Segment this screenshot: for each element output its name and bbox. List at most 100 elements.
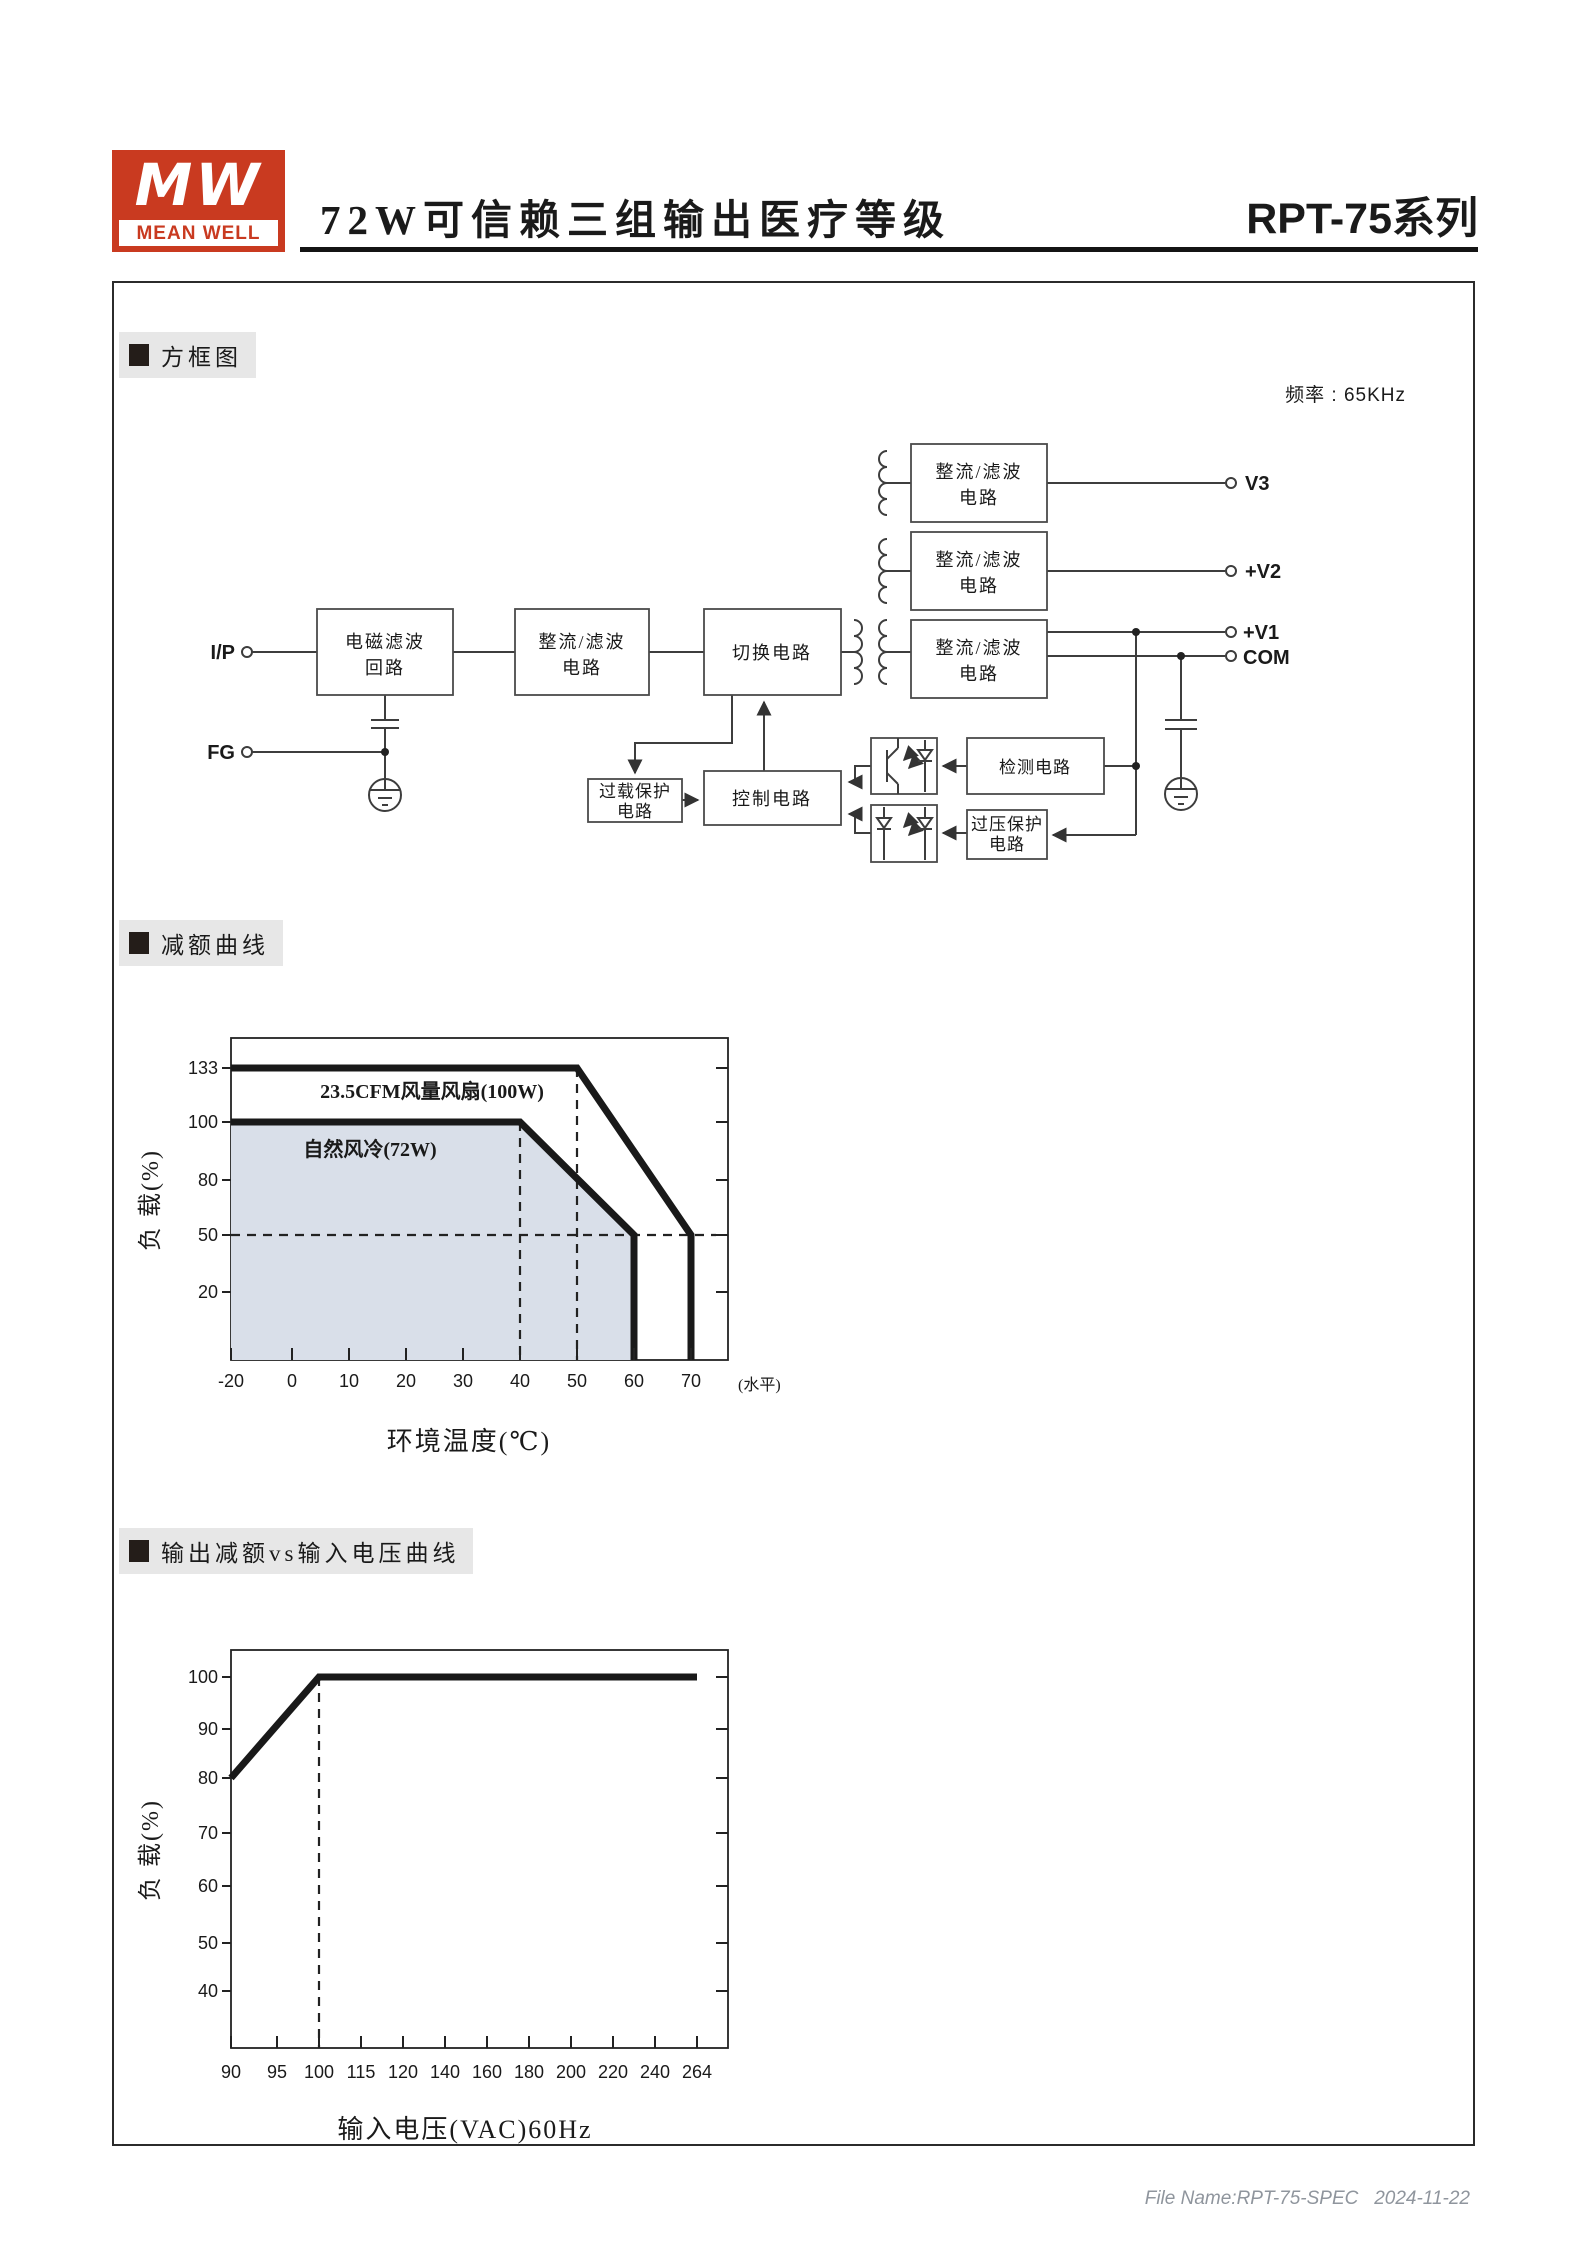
section-bullet-icon [129, 1540, 149, 1562]
frequency-note: 频率 : 65KHz [1285, 384, 1406, 406]
section-header-derating: 减额曲线 [119, 920, 283, 966]
block-rectifier-v3: 整流/滤波 电路 [910, 443, 1048, 523]
optocoupler-icon [870, 804, 938, 863]
svg-text:检测电路: 检测电路 [999, 758, 1071, 777]
header-rule [300, 247, 1478, 252]
x-tick-label: 50 [567, 1371, 587, 1391]
terminal-fg: FG [207, 742, 235, 764]
y-tick-label: 80 [198, 1768, 218, 1788]
y-axis-title: 负 载(%) [137, 1149, 164, 1251]
terminal-ip: I/P [211, 642, 235, 664]
terminal-v2: +V2 [1245, 561, 1281, 583]
footer-filename: File Name:RPT-75-SPEC 2024-11-22 [1144, 2188, 1470, 2209]
svg-text:电磁滤波: 电磁滤波 [345, 632, 425, 652]
terminal-v3: V3 [1245, 473, 1269, 495]
x-tick-label: 200 [556, 2062, 586, 2082]
section-title: 输出减额vs输入电压曲线 [161, 1541, 460, 1566]
y-tick-label: 50 [198, 1225, 218, 1245]
earth-ground-icon [1164, 777, 1198, 811]
svg-text:整流/滤波: 整流/滤波 [935, 462, 1022, 482]
section-header-output-derating: 输出减额vs输入电压曲线 [119, 1528, 474, 1574]
svg-text:整流/滤波: 整流/滤波 [935, 638, 1022, 658]
section-header-block-diagram: 方框图 [119, 332, 256, 378]
diagram-wires [252, 482, 1225, 843]
output-terminals: V3 +V2 +V1 COM [1225, 473, 1290, 669]
y-tick-label: 133 [188, 1058, 218, 1078]
y-tick-label: 100 [188, 1667, 218, 1687]
x-tick-label: 40 [510, 1371, 530, 1391]
x-tick-label: 160 [472, 2062, 502, 2082]
series-line [231, 1064, 695, 1360]
y-tick-label: 60 [198, 1876, 218, 1896]
block-overvoltage-protection: 过压保护 电路 [966, 809, 1048, 860]
x-tick-label: 0 [287, 1371, 297, 1391]
y-axis-title: 负 载(%) [137, 1799, 164, 1901]
block-detection: 检测电路 [966, 737, 1105, 795]
y-tick-label: 20 [198, 1282, 218, 1302]
x-axis-title: 输入电压(VAC)60Hz [337, 2115, 592, 2144]
x-tick-label: 70 [681, 1371, 701, 1391]
block-diagram: 频率 : 65KHz [207, 384, 1406, 863]
section-title: 减额曲线 [161, 933, 269, 958]
junction-dots [381, 628, 1185, 770]
x-tick-label: 115 [347, 2062, 376, 2082]
block-switching: 切换电路 [703, 608, 842, 696]
svg-text:电路: 电路 [959, 664, 999, 684]
meanwell-logo: MW MEAN WELL [112, 150, 285, 252]
x-tick-label: 30 [453, 1371, 473, 1391]
svg-text:电路: 电路 [989, 835, 1025, 854]
svg-text:电路: 电路 [562, 658, 602, 678]
series-label-convection: 自然风冷(72W) [303, 1137, 436, 1161]
x-tick-label: -20 [218, 1371, 244, 1391]
y-tick-label: 90 [198, 1719, 218, 1739]
terminal-v1: +V1 [1243, 622, 1279, 644]
svg-text:电路: 电路 [959, 576, 999, 596]
y-tick-label: 50 [198, 1933, 218, 1953]
block-control: 控制电路 [703, 770, 842, 826]
svg-text:电路: 电路 [959, 488, 999, 508]
svg-text:回路: 回路 [365, 658, 405, 678]
block-emi-filter: 电磁滤波 回路 [316, 608, 454, 696]
earth-ground-icon [368, 778, 402, 812]
svg-text:控制电路: 控制电路 [732, 789, 812, 809]
transformer-coils-icon [853, 450, 888, 685]
x-tick-label: 180 [514, 2062, 544, 2082]
y-tick-label: 80 [198, 1170, 218, 1190]
logo-brand-text: MEAN WELL [119, 220, 278, 246]
y-tick-label: 100 [188, 1112, 218, 1132]
svg-text:电路: 电路 [617, 802, 653, 821]
x-tick-label: 90 [221, 2062, 241, 2082]
x-tick-label: 95 [267, 2062, 287, 2082]
x-tick-label: 140 [430, 2062, 460, 2082]
series-label-fan: 23.5CFM风量风扇(100W) [320, 1079, 544, 1103]
svg-text:整流/滤波: 整流/滤波 [935, 550, 1022, 570]
block-rectifier-v1: 整流/滤波 电路 [910, 619, 1048, 699]
x-tick-label: 240 [640, 2062, 670, 2082]
y-tick-label: 70 [198, 1823, 218, 1843]
content-border [112, 281, 1475, 2146]
x-tick-label: 20 [396, 1371, 416, 1391]
series-name: RPT-75系列 [1246, 195, 1478, 243]
x-tick-label: 220 [598, 2062, 628, 2082]
page-title: 72W可信赖三组输出医疗等级 [320, 197, 951, 243]
optocoupler-icon [870, 737, 938, 795]
svg-text:切换电路: 切换电路 [732, 643, 812, 663]
block-overload-protection: 过载保护 电路 [587, 778, 683, 823]
x-axis-title: 环境温度(℃) [387, 1427, 551, 1456]
x-tick-label: 60 [624, 1371, 644, 1391]
y-tick-label: 40 [198, 1981, 218, 2001]
block-rectifier-v2: 整流/滤波 电路 [910, 531, 1048, 611]
section-title: 方框图 [161, 345, 242, 370]
section-bullet-icon [129, 932, 149, 954]
x-tick-label: 100 [304, 2062, 334, 2082]
x-tick-label: 10 [339, 1371, 359, 1391]
series-area [231, 1122, 634, 1360]
x-axis-suffix: (水平) [738, 1376, 781, 1394]
svg-text:过压保护: 过压保护 [971, 815, 1043, 834]
plot-border [230, 1649, 729, 2049]
series-line [231, 1118, 638, 1360]
terminal-com: COM [1243, 647, 1290, 669]
svg-text:过载保护: 过载保护 [599, 782, 671, 801]
x-tick-label: 120 [388, 2062, 418, 2082]
